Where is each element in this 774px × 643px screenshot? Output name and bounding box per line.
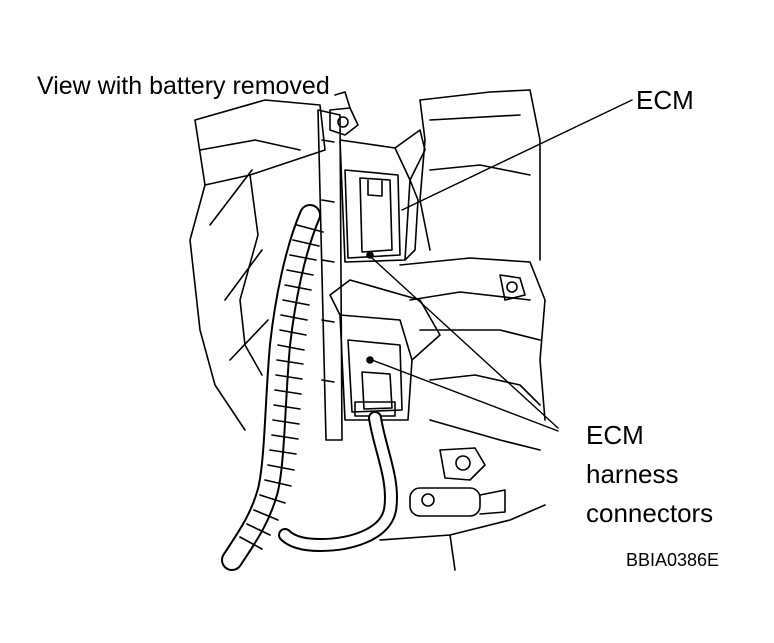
engine-bay-background (189, 89, 546, 571)
ecm-leader-line (401, 99, 633, 211)
harness-label-line-1: ECM (586, 420, 644, 450)
harness-leader-line-lower (371, 359, 559, 432)
ecm-label: ECM (636, 85, 694, 115)
leader-lines (371, 99, 633, 432)
ecm-unit (339, 129, 426, 263)
corrugated-harness-tube (221, 204, 324, 571)
harness-label-line-2: harness (586, 459, 679, 489)
mounting-bracket (317, 109, 343, 441)
lower-harness-connector (329, 279, 441, 421)
harness-label-line-3: connectors (586, 498, 714, 528)
view-note: View with battery removed (37, 72, 330, 100)
harness-cable (278, 411, 398, 552)
figure-code: BBIA0386E (626, 550, 720, 570)
harness-leader-line-upper (371, 257, 559, 429)
